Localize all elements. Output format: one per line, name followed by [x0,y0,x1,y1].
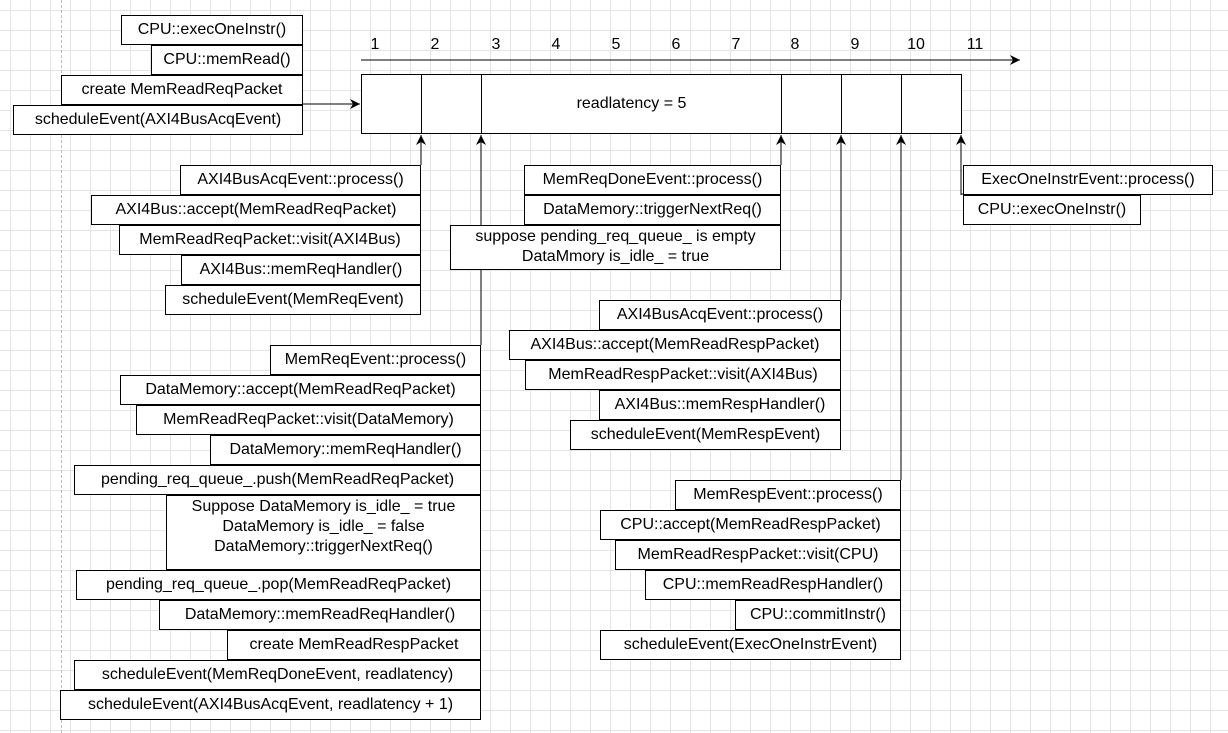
note-line: DataMemory is_idle_ = false [222,518,425,535]
step-box: CPU::execOneInstr() [963,195,1141,225]
note-line: DataMmory is_idle_ = true [521,248,710,265]
step-box: DataMemory::memReadReqHandler() [159,600,481,630]
step-box: scheduleEvent(MemReqDoneEvent, readlaten… [74,660,481,690]
note-line: DataMemory::triggerNextReq() [214,538,433,555]
queue-empty-note: suppose pending_req_queue_ is empty Data… [450,225,781,270]
step-box: scheduleEvent(AXI4BusAcqEvent, readlaten… [60,690,481,720]
step-box: AXI4Bus::accept(MemReadRespPacket) [509,330,841,360]
step-box: DataMemory::triggerNextReq() [524,195,781,225]
timeline-tick: 2 [430,36,440,53]
step-box: create MemReadRespPacket [227,630,481,660]
step-box: CPU::memReadRespHandler() [645,570,901,600]
timeline-tick: 9 [850,36,860,53]
left-guide-line [61,0,62,733]
step-box: AXI4Bus::memRespHandler() [599,390,841,420]
step-box: CPU::accept(MemReadRespPacket) [600,510,901,540]
timeline-tick: 11 [966,36,984,53]
timeline-tick: 10 [907,36,925,53]
step-box: MemReadRespPacket::visit(AXI4Bus) [525,360,841,390]
step-box: AXI4BusAcqEvent::process() [180,165,421,195]
step-box: scheduleEvent(MemReqEvent) [165,285,421,315]
timeline-cell-8 [781,74,842,134]
note-line: suppose pending_req_queue_ is empty [475,228,756,245]
timeline-tick: 4 [551,36,561,53]
step-box: MemReqEvent::process() [270,345,481,375]
step-box: pending_req_queue_.push(MemReadReqPacket… [74,465,481,495]
timeline-tick: 8 [790,36,800,53]
step-box: AXI4Bus::accept(MemReadReqPacket) [91,195,421,225]
timeline-tick: 5 [611,36,621,53]
timeline-tick: 1 [370,36,380,53]
step-box: scheduleEvent(MemRespEvent) [570,420,841,450]
step-box: CPU::commitInstr() [735,600,901,630]
note-line: Suppose DataMemory is_idle_ = true [191,498,456,515]
step-box: ExecOneInstrEvent::process() [963,165,1213,195]
timeline-tick: 6 [671,36,681,53]
step-box: scheduleEvent(ExecOneInstrEvent) [600,630,901,660]
idle-check-note: Suppose DataMemory is_idle_ = true DataM… [166,495,481,570]
step-box: MemReqDoneEvent::process() [524,165,781,195]
timeline-cell-readlatency: readlatency = 5 [481,74,782,134]
step-box: AXI4BusAcqEvent::process() [599,300,841,330]
timeline-cell-2 [421,74,482,134]
timeline-cell-9 [841,74,902,134]
step-box: CPU::execOneInstr() [121,15,303,45]
timeline-tick: 7 [731,36,741,53]
step-box: pending_req_queue_.pop(MemReadReqPacket) [76,570,481,600]
step-box: MemReadReqPacket::visit(DataMemory) [136,405,481,435]
step-box: AXI4Bus::memReqHandler() [181,255,421,285]
timeline-cell-1 [361,74,422,134]
step-box: CPU::memRead() [151,45,303,75]
step-box: DataMemory::memReqHandler() [210,435,481,465]
step-box: DataMemory::accept(MemReadReqPacket) [120,375,481,405]
step-box: scheduleEvent(AXI4BusAcqEvent) [13,105,303,135]
step-box: MemRespEvent::process() [675,480,901,510]
timeline-cell-10 [901,74,962,134]
step-box: MemReadRespPacket::visit(CPU) [615,540,901,570]
step-box: MemReadReqPacket::visit(AXI4Bus) [119,225,421,255]
timeline-tick: 3 [491,36,501,53]
step-box: create MemReadReqPacket [61,75,303,105]
